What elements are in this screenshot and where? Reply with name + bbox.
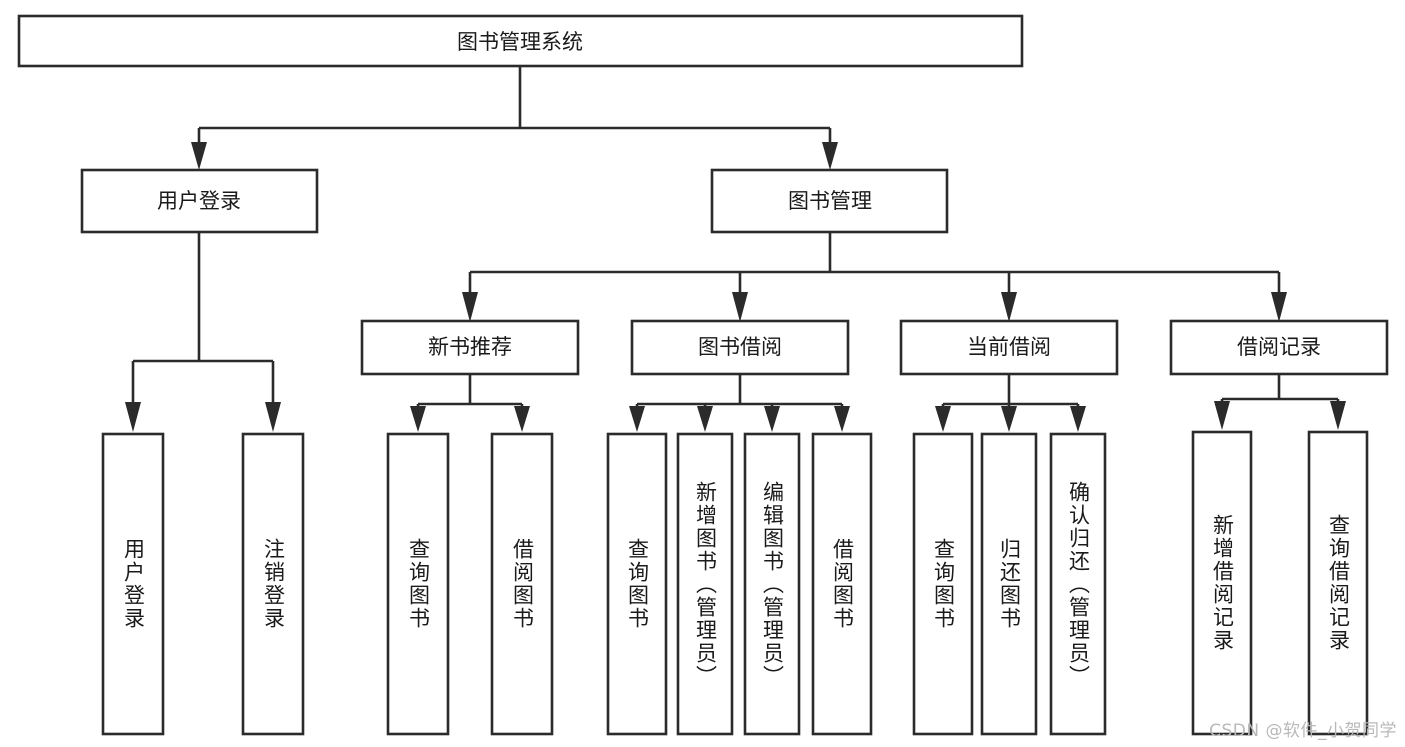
node-root-box[interactable] [17, 14, 1024, 68]
node-book-borrow-box[interactable] [630, 319, 850, 376]
node-borrow-record-label: 借阅记录 [1237, 335, 1321, 359]
node-current-borrow[interactable]: 当前借阅 [899, 319, 1119, 376]
arrow-head-leaf-borrow-record-1 [1330, 401, 1346, 430]
arrow-head-book-borrow [732, 292, 748, 322]
node-user-login-label: 用户登录 [157, 189, 241, 213]
arrow-head-current-borrow [1001, 292, 1017, 322]
node-book-management[interactable]: 图书管理 [710, 168, 949, 234]
node-book-borrow-label: 图书借阅 [698, 335, 782, 359]
leaf-box-book-borrow-1[interactable] [676, 432, 734, 736]
arrow-head-leaf-new-book-1 [514, 406, 530, 432]
node-book-borrow[interactable]: 图书借阅 [630, 319, 850, 376]
arrow-head-leaf-book-borrow-2 [764, 406, 780, 432]
arrow-head-leaf-user-login-1 [265, 402, 281, 432]
leaf-box-user-login-0[interactable] [101, 432, 165, 736]
leaf-box-book-borrow-3[interactable] [811, 432, 873, 736]
node-book-management-box[interactable] [710, 168, 949, 234]
node-root-label: 图书管理系统 [457, 30, 583, 54]
arrow-head-leaf-user-login-0 [125, 402, 141, 432]
watermark-label: CSDN @软件_小贺同学 [1209, 721, 1397, 741]
leaf-box-new-book-0[interactable] [386, 432, 450, 736]
leaf-box-borrow-record-1[interactable] [1307, 430, 1369, 736]
arrow-head-leaf-new-book-0 [410, 406, 426, 432]
arrow-head-book-mgmt [822, 142, 838, 170]
node-new-book-recommend-box[interactable] [360, 319, 580, 376]
leaf-box-current-borrow-1[interactable] [980, 432, 1038, 736]
arrow-head-borrow-record [1271, 292, 1287, 322]
leaf-box-borrow-record-0[interactable] [1191, 430, 1253, 736]
leaf-box-user-login-1[interactable] [241, 432, 305, 736]
node-borrow-record-box[interactable] [1169, 319, 1389, 376]
leaf-box-current-borrow-0[interactable] [912, 432, 974, 736]
arrow-head-leaf-book-borrow-0 [629, 406, 645, 432]
arrow-head-leaf-book-borrow-1 [697, 406, 713, 432]
leaf-box-new-book-1[interactable] [490, 432, 554, 736]
node-current-borrow-box[interactable] [899, 319, 1119, 376]
arrow-head-user-login [191, 142, 207, 170]
arrow-head-leaf-borrow-record-0 [1214, 401, 1230, 430]
node-root[interactable]: 图书管理系统 [17, 14, 1024, 68]
arrow-head-leaf-current-borrow-0 [935, 406, 951, 432]
node-new-book-recommend[interactable]: 新书推荐 [360, 319, 580, 376]
node-current-borrow-label: 当前借阅 [967, 335, 1051, 359]
node-new-book-recommend-label: 新书推荐 [428, 335, 512, 359]
leaf-box-book-borrow-2[interactable] [743, 432, 801, 736]
arrow-head-new-book [462, 292, 478, 322]
connector-group-new-book [410, 374, 530, 432]
arrow-head-leaf-current-borrow-1 [1001, 406, 1017, 432]
connector-group-book-mgmt [462, 232, 1287, 322]
connector-group-root [191, 66, 838, 170]
connector-group-user-login [125, 232, 281, 432]
connector-group-book-borrow [629, 374, 850, 432]
node-book-management-label: 图书管理 [788, 189, 872, 213]
connector-group-current-borrow [935, 374, 1086, 432]
node-user-login[interactable]: 用户登录 [80, 168, 319, 234]
node-user-login-box[interactable] [80, 168, 319, 234]
arrow-head-leaf-current-borrow-2 [1070, 406, 1086, 432]
leaf-box-book-borrow-0[interactable] [606, 432, 668, 736]
arrow-head-leaf-book-borrow-3 [834, 406, 850, 432]
connector-group-borrow-record [1214, 374, 1346, 430]
leaf-box-current-borrow-2[interactable] [1049, 432, 1107, 736]
node-borrow-record[interactable]: 借阅记录 [1169, 319, 1389, 376]
